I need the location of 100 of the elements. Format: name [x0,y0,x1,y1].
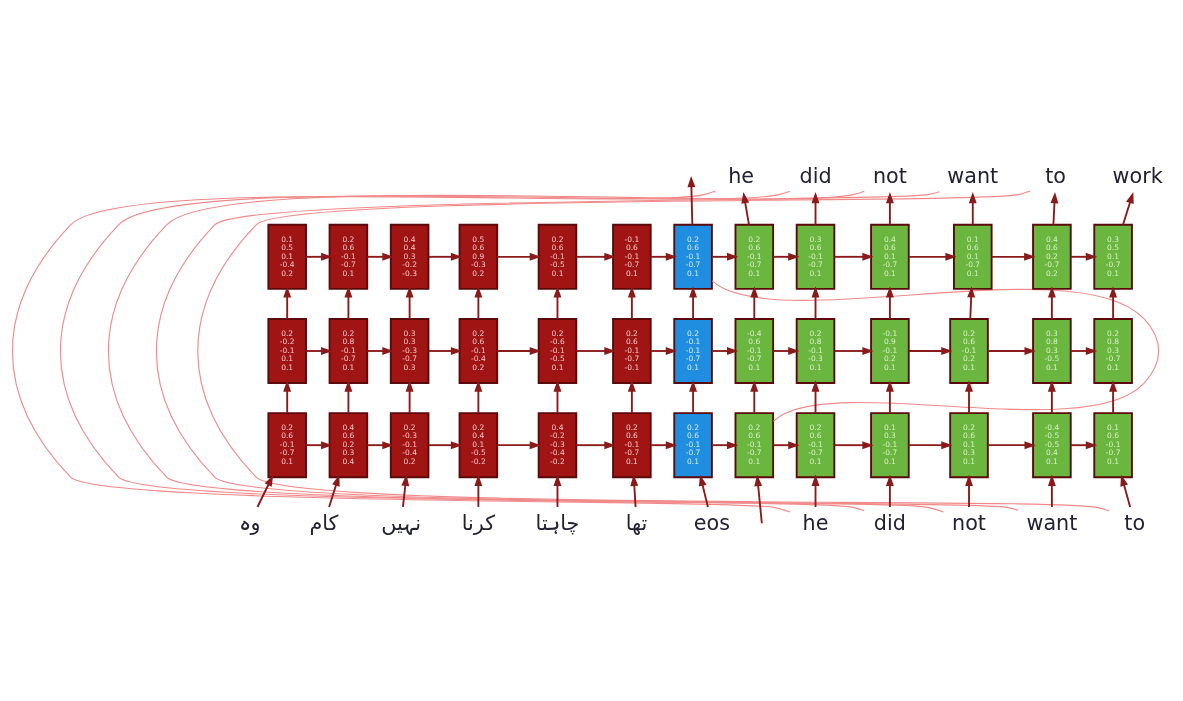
arrow [366,252,394,261]
node-box: 0.2 0.4 0.1 -0.5 -0.2 [458,411,499,478]
arrow [885,285,894,320]
arrow [1047,474,1056,508]
node-box: 0.3 0.5 0.1 -0.7 0.1 [1093,223,1133,290]
arrow [811,285,820,320]
arrow [772,346,800,355]
arrow [575,440,616,449]
node-text: work [1112,163,1163,188]
arrow [328,474,340,508]
node-box: 0.2 0.6 -0.1 -0.7 0.1 [734,223,775,290]
node-text: he [728,163,755,188]
arrow [405,379,414,414]
node-box: 0.2 0.6 -0.1 0.2 0.1 [949,317,989,384]
node-box: 0.4 0.4 0.3 -0.2 -0.3 [389,223,430,290]
node-box: 0.1 0.6 -0.1 -0.7 0.1 [1093,411,1133,478]
arrow [711,252,739,261]
arrow [305,252,333,261]
node-box: 0.2 0.6 -0.1 -0.7 0.1 [795,411,836,478]
arrow [968,191,977,225]
node-box: 0.3 0.6 -0.1 -0.7 0.1 [795,223,836,290]
arrow [687,175,696,225]
arrow [811,191,820,225]
node-box: 0.2 0.8 -0.1 -0.7 0.1 [328,317,369,384]
arrow [1047,285,1056,320]
arrow [405,285,414,320]
node-box: 0.2 -0.6 -0.1 -0.5 0.1 [537,317,578,384]
node-text: want [947,163,999,188]
node-box: 0.2 0.6 -0.1 -0.7 0.1 [267,411,307,478]
arrow [627,285,636,320]
arrow [575,252,616,261]
arrow [772,440,800,449]
node-box: 0.4 -0.2 -0.3 -0.4 -0.2 [537,411,578,478]
node-box: 0.2 -0.1 -0.1 -0.7 0.1 [673,317,713,384]
arrow [496,252,541,261]
node-box: 0.2 0.6 -0.1 -0.5 0.1 [537,223,578,290]
arrow [649,346,678,355]
node-text: چاہتا [535,510,580,535]
arrow [474,379,483,414]
node-box: 0.2 0.8 -0.1 -0.3 0.1 [795,317,836,384]
arrow [1109,379,1118,414]
arrow [711,346,739,355]
arrow [1047,379,1056,414]
arrow [885,191,894,225]
node-box: -0.4 0.6 -0.1 -0.7 0.1 [734,317,775,384]
arrow [366,346,394,355]
node-box: 0.2 0.6 -0.1 -0.7 -0.1 [612,317,652,384]
arrow [427,440,463,449]
arrow [990,252,1036,261]
node-box: 0.2 0.6 0.1 0.3 0.1 [949,411,989,478]
arrow [987,346,1036,355]
node-text: وہ [238,510,261,535]
node-box: 0.2 0.6 -0.1 -0.7 0.1 [734,411,775,478]
arrow [750,285,759,320]
node-box: 0.3 0.8 0.3 -0.5 0.1 [1032,317,1072,384]
node-text: did [799,163,832,188]
node-text: did [873,510,906,535]
arrow [811,474,820,508]
arrow [1069,252,1098,261]
arrow [1069,440,1098,449]
node-box: 0.1 0.3 -0.1 -0.7 0.1 [870,411,910,478]
arrow [908,252,957,261]
arrow [366,440,394,449]
arrow [1069,346,1098,355]
arrow [711,440,739,449]
arrow [283,379,292,414]
node-text: کام [309,510,339,535]
node-text: not [872,163,907,188]
arrow [741,191,750,225]
node-text: to [1124,510,1146,535]
arrow [750,379,759,414]
node-text: eos [693,510,731,535]
arrow [553,474,562,508]
arrow [283,285,292,320]
arrow [1109,285,1118,320]
arrow [427,252,463,261]
arrow [833,346,874,355]
connector [11,189,791,513]
arrow [689,379,698,414]
arrow [1050,191,1059,225]
arrow [1122,191,1134,225]
arrow [474,474,483,508]
arrow [344,379,353,414]
arrow [256,474,274,508]
node-box: 0.4 0.6 0.1 -0.7 0.1 [870,223,910,290]
arrow [496,346,541,355]
arrow [627,379,636,414]
arrow [811,379,820,414]
arrow [965,379,973,414]
connector [711,279,1160,422]
arrow [907,346,953,355]
node-box: -0.1 0.6 -0.1 -0.7 0.1 [612,223,652,290]
node-box: 0.4 0.6 0.2 -0.7 0.2 [1032,223,1072,290]
arrow [698,474,709,508]
arrow [885,474,894,508]
arrow [649,252,678,261]
node-text: he [802,510,829,535]
arrow [833,252,874,261]
node-box: 0.2 0.6 -0.1 -0.4 0.2 [458,317,499,384]
arrow [305,440,333,449]
